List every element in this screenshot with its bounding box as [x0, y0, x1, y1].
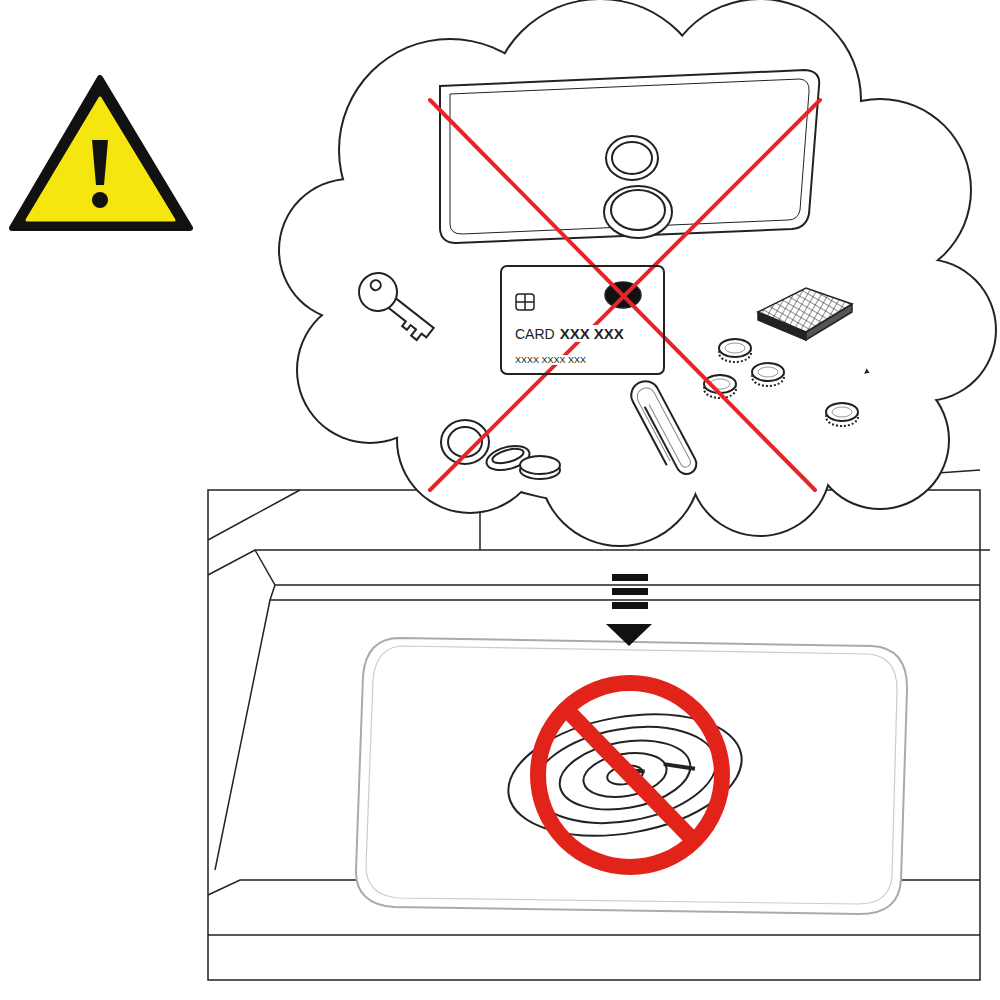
card-small-text: XXXX XXXX XXX	[514, 355, 587, 365]
coin	[752, 363, 784, 386]
card-number-row: CARDXXX XXX	[514, 325, 625, 343]
card-small-row: XXXX XXXX XXX	[514, 349, 587, 367]
thought-cloud	[278, 0, 997, 547]
card-number: XXX XXX	[559, 325, 625, 342]
charging-pad	[356, 638, 907, 914]
bank-card: CARDXXX XXX XXXX XXXX XXX	[500, 265, 665, 375]
down-arrow	[606, 574, 652, 646]
paper-clip	[626, 376, 700, 481]
coin	[826, 403, 858, 426]
key	[351, 265, 441, 347]
coins	[704, 339, 858, 426]
matchbox	[758, 288, 852, 340]
red-cross	[430, 100, 820, 490]
coin	[719, 339, 751, 362]
rings	[441, 420, 560, 479]
console-tray	[208, 470, 990, 980]
card-label: CARD	[514, 326, 556, 342]
warning-sign	[12, 78, 190, 228]
